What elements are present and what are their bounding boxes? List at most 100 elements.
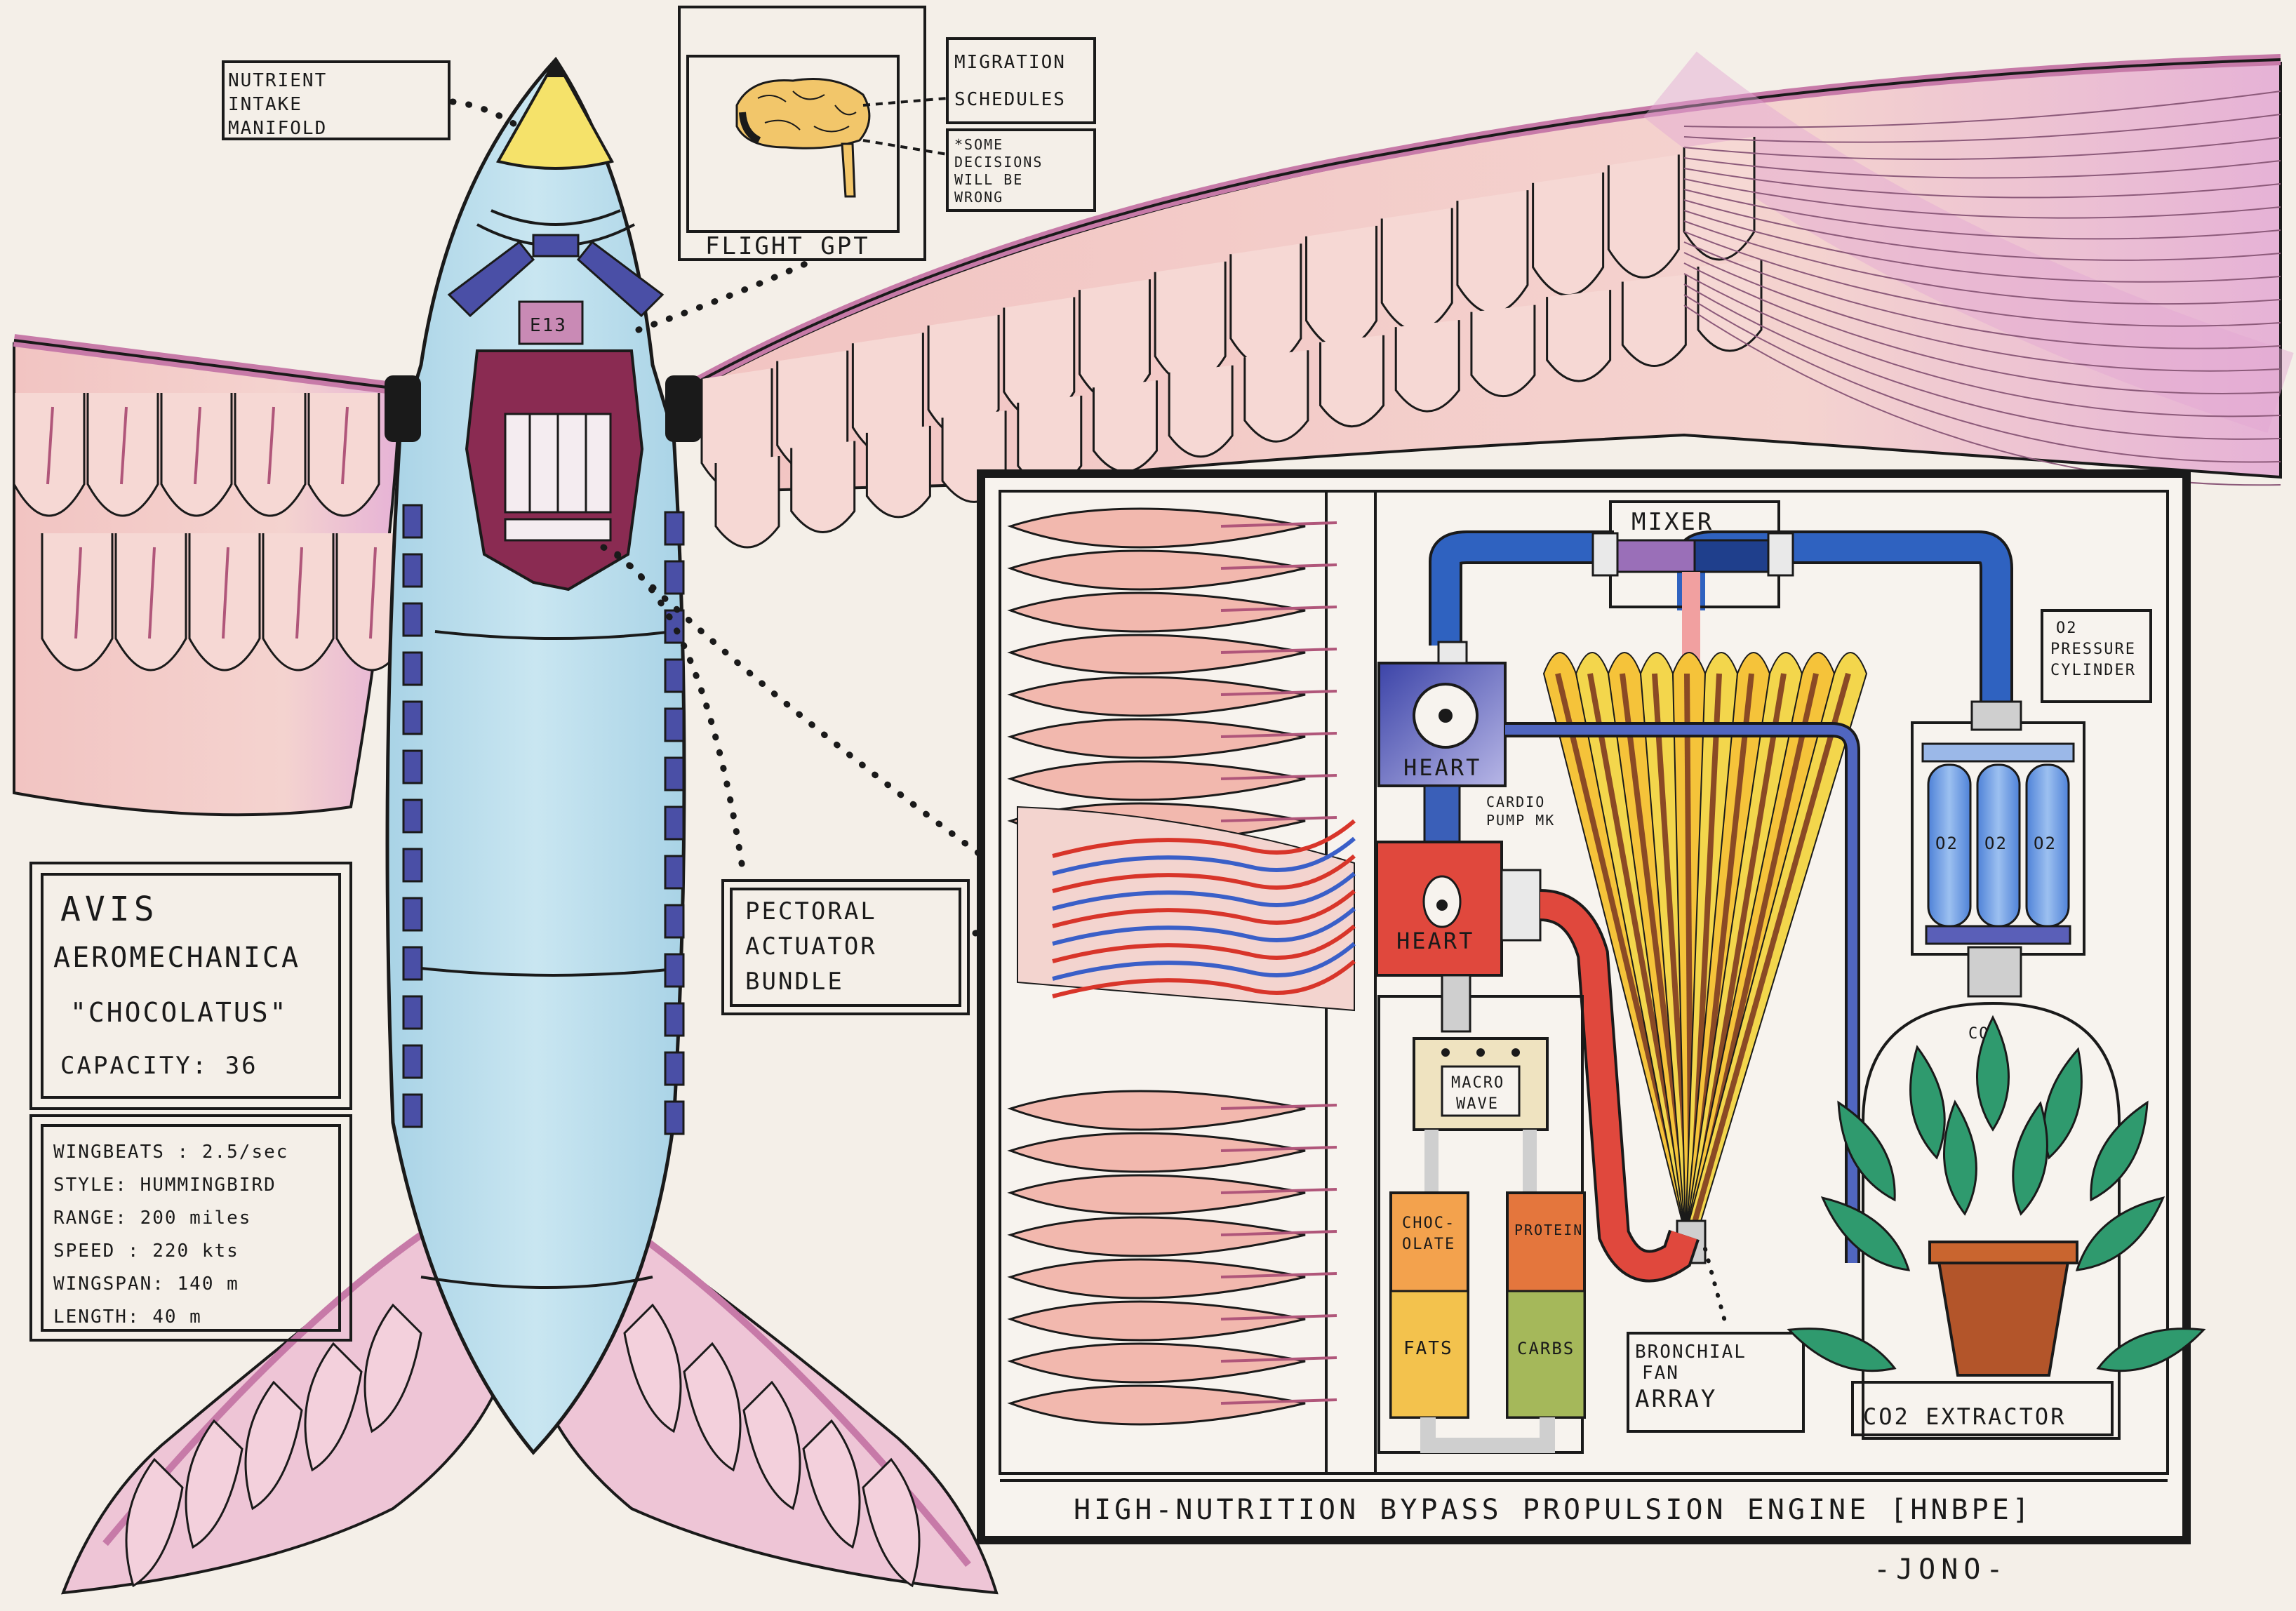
feather-quill <box>1220 1146 1337 1152</box>
feather-quill <box>74 547 82 639</box>
tail-feather <box>742 1380 801 1511</box>
porthole-right <box>664 855 685 890</box>
feather-quill <box>46 406 54 485</box>
tail-feather <box>802 1419 861 1549</box>
blood-vessel <box>1052 854 1356 893</box>
primary-feather-line <box>1683 273 2281 417</box>
feather-quill <box>1220 521 1337 528</box>
wing-feather <box>1621 274 1687 368</box>
primary-feather-line <box>1683 252 2281 372</box>
feather-quill <box>1220 732 1337 738</box>
primary-feather-line <box>1683 91 2281 128</box>
blood-vessel <box>1052 907 1356 946</box>
pectoral-line-3: BUNDLE <box>745 968 844 996</box>
primary-feather-line <box>1683 241 2281 349</box>
leader-nutrient <box>449 98 519 128</box>
porthole-right <box>664 511 685 546</box>
wing-feather <box>865 425 931 519</box>
porthole-left <box>402 798 423 834</box>
wing-feather <box>1546 290 1612 382</box>
blood-vessel <box>1052 924 1356 963</box>
porthole-left <box>402 848 423 883</box>
engine-feather <box>1007 1342 1306 1384</box>
mixer-label: MIXER <box>1631 508 1714 536</box>
plant-leaf <box>1820 1196 1911 1271</box>
spec-1: WINGBEATS : 2.5/sec <box>53 1142 288 1163</box>
spec-3: RANGE: 200 miles <box>53 1208 251 1229</box>
heart-lower-label: HEART <box>1396 928 1474 954</box>
primary-feather-line <box>1683 137 2281 161</box>
engine-feather <box>1007 1090 1306 1131</box>
tail-feather <box>363 1303 422 1433</box>
protein-carbs-tank: PROTEIN CARBS <box>1506 1191 1586 1419</box>
decisions-box: *SOME DECISIONS WILL BE WRONG <box>946 128 1096 212</box>
signature: -JONO- <box>1874 1553 2009 1586</box>
feather-quill <box>222 547 229 639</box>
wing-feather <box>1319 335 1385 428</box>
wing-feather <box>1092 380 1158 473</box>
right-wing <box>681 51 2294 549</box>
porthole-right <box>664 707 685 742</box>
heart-upper: HEART <box>1377 641 1860 1263</box>
wing-feather <box>1168 365 1234 458</box>
feather-quill <box>1220 1356 1337 1363</box>
decisions-line-2: DECISIONS <box>954 154 1043 171</box>
primary-feather-line <box>1683 262 2281 394</box>
flight-gpt-box: FLIGHT GPT <box>678 6 948 261</box>
primary-feather-line <box>1683 294 2281 463</box>
pectoral-line-1: PECTORAL <box>745 897 877 925</box>
wing-feather <box>1470 305 1536 398</box>
feather-quill <box>369 547 377 639</box>
plant-leaf <box>2012 1101 2048 1216</box>
o2-line-2: PRESSURE <box>2050 641 2136 658</box>
bronchial-line-2: FAN <box>1642 1363 1679 1384</box>
left-wing <box>13 334 408 817</box>
wing-feather <box>1532 172 1605 297</box>
plant-leaf <box>2090 1100 2149 1202</box>
wing-feather <box>1607 154 1680 279</box>
title-line-3: "CHOCOLATUS" <box>70 997 288 1028</box>
porthole-left <box>402 749 423 784</box>
porthole-right <box>664 953 685 988</box>
porthole-right <box>664 560 685 595</box>
engine-feather <box>1007 718 1306 759</box>
cardio-line-1: CARDIO <box>1486 794 1545 810</box>
plant-leaf <box>1976 1015 2010 1132</box>
title-box: AVIS AEROMECHANICA "CHOCOLATUS" CAPACITY… <box>29 862 352 1110</box>
flight-gpt-label: FLIGHT GPT <box>705 232 870 260</box>
porthole-right <box>664 756 685 791</box>
wing-feather <box>1229 243 1302 368</box>
porthole-left <box>402 602 423 637</box>
migration-box: MIGRATION SCHEDULES <box>946 37 1096 124</box>
o2-tank-1: O2 <box>1935 834 1958 853</box>
feather-quill <box>1220 1314 1337 1321</box>
blood-vessel <box>1052 819 1356 858</box>
primary-feather-line <box>1683 157 2281 179</box>
feather-quill <box>1220 1104 1337 1110</box>
feather-quill <box>295 547 303 639</box>
wing-feather <box>1697 260 1763 352</box>
engine-feather <box>1007 591 1306 633</box>
feather-quill <box>1220 774 1337 780</box>
protein-label: PROTEIN <box>1514 1222 1583 1238</box>
macro-wave-line-2: WAVE <box>1456 1095 1499 1113</box>
primary-feather-line <box>1683 178 2281 219</box>
macro-wave-line-1: MACRO <box>1451 1074 1504 1092</box>
heart-lower: HEART <box>1375 784 1700 1283</box>
feather-quill <box>1220 1230 1337 1236</box>
o2-line-3: CYLINDER <box>2050 662 2136 679</box>
fuselage: E13 <box>385 56 702 1455</box>
primary-feather-line <box>1683 189 2281 240</box>
title-line-4: CAPACITY: 36 <box>60 1052 258 1080</box>
blood-vessel <box>1052 889 1356 928</box>
o2-tank-2: O2 <box>1984 834 2008 853</box>
feather-quill <box>1220 648 1337 654</box>
spec-4: SPEED : 220 kts <box>53 1241 239 1262</box>
porthole-left <box>402 504 423 539</box>
primary-feather-line <box>1683 210 2281 283</box>
engine-feather <box>1007 760 1306 801</box>
engine-feather <box>1007 676 1306 717</box>
feather-quill <box>120 406 128 485</box>
decisions-line-4: WRONG <box>954 189 1003 206</box>
